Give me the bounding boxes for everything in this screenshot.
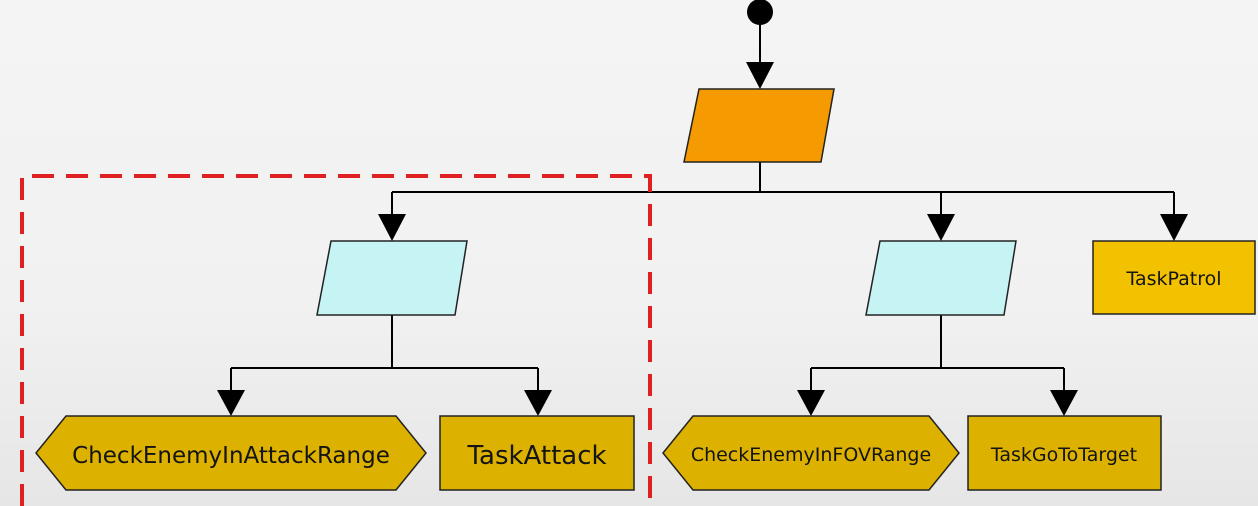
chase-sequence-node <box>865 240 1017 316</box>
task-goto-target-label: TaskGoToTarget <box>990 444 1137 466</box>
check-attack-range-node: CheckEnemyInAttackRange <box>35 415 427 491</box>
arrowhead-attack-seq <box>378 214 406 241</box>
arrowhead-root <box>746 62 774 89</box>
arrowhead-task-goto <box>1050 390 1078 416</box>
root-selector-node <box>683 88 835 163</box>
task-patrol-label: TaskPatrol <box>1126 268 1222 290</box>
arrowhead-task-attack <box>524 390 552 416</box>
task-attack-node: TaskAttack <box>439 415 635 491</box>
attack-sequence-node <box>316 240 468 316</box>
arrowhead-chase-seq <box>927 214 955 241</box>
start-node <box>747 0 773 25</box>
arrowhead-check-attack <box>217 390 245 416</box>
arrowheads <box>217 62 1188 416</box>
arrowhead-patrol <box>1160 214 1188 241</box>
highlight-box <box>20 174 652 506</box>
check-fov-range-node: CheckEnemyInFOVRange <box>662 415 960 491</box>
task-goto-target-node: TaskGoToTarget <box>967 415 1162 491</box>
task-patrol-node: TaskPatrol <box>1092 240 1256 315</box>
arrowhead-check-fov <box>797 390 825 416</box>
check-fov-range-label: CheckEnemyInFOVRange <box>691 444 931 466</box>
task-attack-label: TaskAttack <box>466 441 606 471</box>
check-attack-range-label: CheckEnemyInAttackRange <box>72 443 390 469</box>
connectors <box>230 24 1175 392</box>
